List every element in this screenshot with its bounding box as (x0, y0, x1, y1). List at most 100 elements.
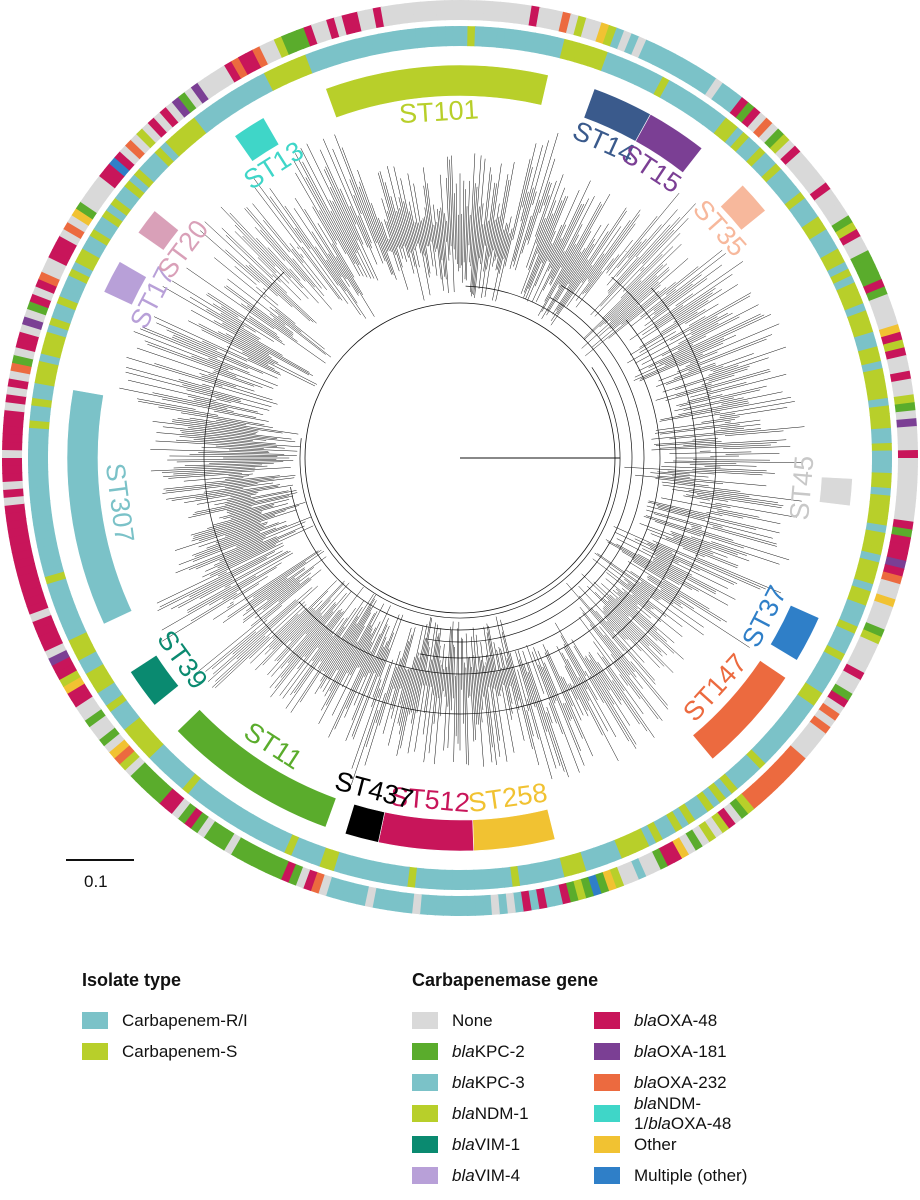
isolate-ring-segment (770, 174, 792, 194)
tree-branch (329, 199, 357, 254)
gene-ring-segment (650, 848, 668, 871)
isolate-ring-segment (78, 650, 100, 668)
tree-branch (602, 656, 644, 715)
isolate-ring-segment (551, 857, 565, 880)
isolate-ring-segment (869, 412, 891, 424)
isolate-ring-segment (106, 203, 128, 222)
tree-branch (226, 506, 252, 513)
gene-ring-segment (579, 876, 594, 899)
tree-branch (708, 365, 739, 376)
isolate-ring-segment (627, 63, 644, 86)
gene-name: OXA-181 (656, 1041, 727, 1061)
tree-branch (322, 600, 377, 692)
isolate-ring-segment (501, 866, 513, 888)
isolate-ring-segment (690, 99, 709, 122)
tree-branch (462, 180, 465, 283)
tree-branch (455, 183, 458, 265)
gene-ring-segment (66, 682, 89, 701)
gene-ring-segment (178, 91, 198, 113)
gene-ring-segment (44, 256, 67, 273)
isolate-ring-segment (133, 168, 155, 188)
tree-branch (329, 641, 358, 692)
isolate-ring-segment (143, 738, 164, 759)
tree-branch (579, 606, 637, 678)
tree-branch (183, 475, 250, 482)
tree-branch (619, 674, 629, 686)
gene-ring-segment (88, 714, 111, 734)
gene-ring-segment (862, 622, 885, 639)
tree-branch (319, 149, 364, 245)
isolate-ring-segment (634, 66, 651, 89)
isolate-ring-segment (652, 818, 670, 840)
tree-branch (408, 201, 418, 244)
tree-branch (659, 396, 792, 422)
tree-branch (271, 602, 336, 677)
tree-branch (398, 197, 416, 267)
tree-branch (532, 191, 537, 206)
tree-branch (224, 490, 297, 505)
gene-ring-segment (19, 322, 42, 338)
isolate-ring-segment (792, 694, 814, 713)
gene-ring-segment (813, 709, 836, 729)
gene-ring-segment (710, 812, 730, 834)
tree-branch (473, 655, 479, 725)
tree-branch (214, 385, 278, 405)
isolate-ring-segment (114, 191, 137, 211)
gene-ring-segment (177, 802, 197, 824)
tree-branch (426, 622, 436, 686)
tree-branch (304, 608, 343, 657)
tree-branch (630, 661, 668, 706)
isolate-ring-segment (658, 814, 676, 837)
legend-label: blaKPC-3 (452, 1073, 525, 1093)
tree-branch (178, 379, 211, 389)
isolate-ring-segment (51, 591, 73, 606)
legend-label: blaNDM-1/blaOXA-48 (634, 1094, 766, 1134)
tree-branch (214, 370, 263, 388)
gene-ring-segment (140, 772, 162, 793)
tree-branch (622, 233, 681, 292)
tree-branch (661, 481, 741, 492)
tree-branch (647, 578, 695, 610)
tree-branch (190, 502, 306, 536)
tree-branch (169, 455, 278, 457)
gene-ring-segment (769, 134, 791, 155)
st-band-st15 (635, 113, 703, 174)
tree-branch (527, 200, 541, 241)
gene-ring-segment (795, 163, 817, 184)
tree-branch (603, 598, 663, 657)
tree-branch (556, 210, 627, 315)
gene-ring-segment (895, 410, 917, 421)
tree-branch (225, 477, 244, 480)
gene-ring-segment (489, 894, 500, 915)
gene-ring-segment (59, 227, 82, 246)
isolate-ring-segment (124, 179, 146, 199)
isolate-ring-segment (29, 419, 50, 430)
tree-branch (691, 312, 733, 336)
gene-ring-segment (809, 715, 831, 735)
isolate-ring-segment (614, 57, 630, 80)
isolate-ring-segment (436, 869, 446, 890)
tree-branch (554, 622, 587, 677)
tree-branch (587, 585, 674, 673)
tree-branch (272, 614, 299, 639)
gene-ring-segment (595, 22, 611, 45)
isolate-ring-segment (39, 352, 61, 366)
isolate-ring-segment (56, 295, 79, 311)
carbapenemase-gene-ring (1, 0, 918, 916)
isolate-ring-segment (354, 857, 368, 879)
gene-ring-segment (26, 300, 49, 316)
isolate-ring-segment (165, 136, 186, 157)
tree-branch (396, 652, 419, 756)
gene-ring-segment (29, 292, 52, 309)
tree-branch (634, 314, 772, 378)
tree-branch (378, 648, 390, 677)
isolate-ring-segment (481, 26, 492, 48)
tree-branch (548, 224, 567, 263)
tree-branch (184, 484, 294, 503)
tree-branch (638, 344, 694, 372)
tree-branch (213, 525, 305, 566)
tree-branch (659, 424, 740, 435)
isolate-ring-segment (437, 26, 447, 47)
gene-ring-segment (897, 434, 918, 444)
tree-branch (609, 594, 675, 654)
